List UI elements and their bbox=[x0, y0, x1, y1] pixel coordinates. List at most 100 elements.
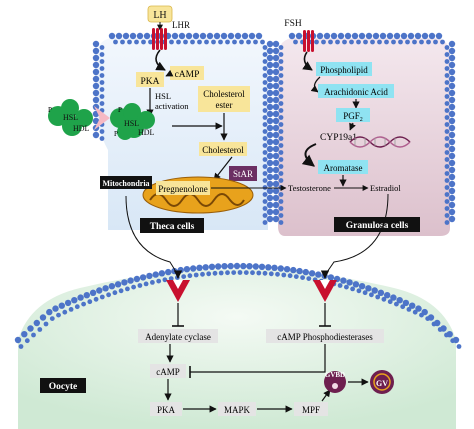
phospholipid-label: Phospholipid bbox=[320, 65, 368, 75]
oocyte-title: Oocyte bbox=[49, 382, 78, 392]
membrane-bead bbox=[302, 268, 309, 276]
theca-camp-box bbox=[170, 66, 204, 80]
membrane-bead bbox=[278, 136, 284, 141]
membrane-bead bbox=[77, 294, 84, 301]
membrane-bead bbox=[197, 39, 202, 45]
membrane-bead bbox=[444, 45, 450, 50]
membrane-bead bbox=[178, 32, 186, 40]
membrane-bead bbox=[262, 192, 268, 197]
cholesterol-ester-line2: ester bbox=[216, 100, 233, 110]
theca-camp-label: cAMP bbox=[175, 70, 200, 80]
membrane-bead bbox=[344, 284, 349, 290]
membrane-bead bbox=[295, 32, 303, 40]
membrane-bead bbox=[278, 206, 284, 211]
membrane-bead bbox=[87, 299, 93, 305]
membrane-bead bbox=[346, 279, 353, 286]
membrane-bead bbox=[266, 96, 274, 104]
membrane-bead bbox=[444, 94, 450, 99]
membrane-bead bbox=[56, 312, 61, 318]
membrane-bead bbox=[278, 199, 284, 204]
membrane-bead bbox=[421, 32, 429, 40]
membrane-bead bbox=[272, 110, 280, 118]
membrane-bead bbox=[99, 80, 105, 85]
oocyte-receptor-right-notch bbox=[320, 280, 330, 289]
membrane-bead bbox=[266, 201, 274, 209]
membrane-bead bbox=[168, 276, 174, 281]
membrane-bead bbox=[18, 344, 24, 349]
membrane-bead bbox=[278, 94, 284, 99]
membrane-bead bbox=[266, 117, 274, 125]
membrane-bead bbox=[266, 145, 274, 153]
membrane-bead bbox=[253, 39, 258, 45]
membrane-bead bbox=[386, 32, 394, 40]
membrane-bead bbox=[150, 280, 155, 285]
membrane-bead bbox=[375, 294, 381, 300]
membrane-bead bbox=[92, 103, 100, 111]
membrane-bead bbox=[434, 319, 441, 327]
pgf2-sub: 2 bbox=[360, 117, 363, 123]
membrane-bead bbox=[278, 115, 284, 120]
membrane-bead bbox=[278, 45, 284, 50]
granulosa-title: Granulosa cells bbox=[346, 221, 409, 231]
membrane-bead bbox=[433, 39, 438, 45]
membrane-bead bbox=[266, 173, 274, 181]
membrane-bead bbox=[278, 80, 284, 85]
cholesterol-ester-line1: Cholesterol bbox=[203, 89, 245, 99]
membrane-bead bbox=[272, 82, 280, 90]
membrane-bead bbox=[133, 275, 141, 283]
membrane-bead bbox=[266, 152, 274, 160]
membrane-bead bbox=[262, 157, 268, 162]
membrane-bead bbox=[266, 103, 274, 111]
membrane-bead bbox=[234, 32, 242, 40]
membrane-bead bbox=[46, 308, 53, 316]
membrane-bead bbox=[92, 68, 100, 76]
membrane-bead bbox=[162, 277, 168, 283]
membrane-bead bbox=[252, 263, 259, 270]
fsh-to-phospholipid-arrow bbox=[302, 51, 313, 71]
membrane-bead bbox=[262, 143, 268, 148]
membrane-bead bbox=[272, 124, 280, 132]
membrane-bead bbox=[337, 32, 345, 40]
membrane-bead bbox=[262, 171, 268, 176]
oocyte-body bbox=[18, 269, 456, 429]
membrane-bead bbox=[92, 75, 100, 83]
camp-pde-box bbox=[266, 329, 384, 343]
membrane-bead bbox=[448, 89, 456, 97]
membrane-bead bbox=[448, 159, 456, 167]
membrane-bead bbox=[218, 39, 223, 45]
membrane-bead bbox=[330, 32, 338, 40]
mapk-box bbox=[218, 402, 256, 416]
membrane-bead bbox=[262, 164, 268, 169]
phospholipid-box bbox=[316, 62, 372, 76]
membrane-bead bbox=[262, 270, 268, 276]
membrane-bead bbox=[448, 103, 456, 111]
membrane-bead bbox=[181, 274, 187, 279]
membrane-bead bbox=[148, 39, 153, 45]
membrane-bead bbox=[444, 157, 450, 162]
membrane-bead bbox=[131, 284, 137, 290]
membrane-bead bbox=[448, 138, 456, 146]
membrane-bead bbox=[300, 275, 305, 280]
lhr-label: LHR bbox=[172, 20, 190, 30]
membrane-bead bbox=[266, 131, 274, 139]
gv-label: GV bbox=[376, 379, 388, 388]
membrane-bead bbox=[64, 299, 72, 307]
membrane-bead bbox=[31, 332, 36, 338]
membrane-bead bbox=[448, 40, 456, 48]
membrane-bead bbox=[377, 39, 382, 45]
membrane-bead bbox=[190, 265, 197, 272]
membrane-bead bbox=[92, 54, 100, 62]
granulosa-title-box bbox=[334, 217, 420, 232]
membrane-bead bbox=[96, 287, 103, 294]
membrane-bead bbox=[393, 32, 401, 40]
membrane-bead bbox=[58, 302, 65, 309]
membrane-bead bbox=[271, 264, 278, 271]
membrane-bead bbox=[136, 32, 144, 40]
aromatase-label: Aromatase bbox=[324, 163, 363, 173]
theca-pka-label: PKA bbox=[140, 77, 159, 87]
membrane-bead bbox=[121, 279, 128, 286]
membrane-bead bbox=[448, 152, 456, 160]
membrane-bead bbox=[363, 39, 368, 45]
membrane-bead bbox=[183, 39, 188, 45]
membrane-bead bbox=[113, 39, 118, 45]
